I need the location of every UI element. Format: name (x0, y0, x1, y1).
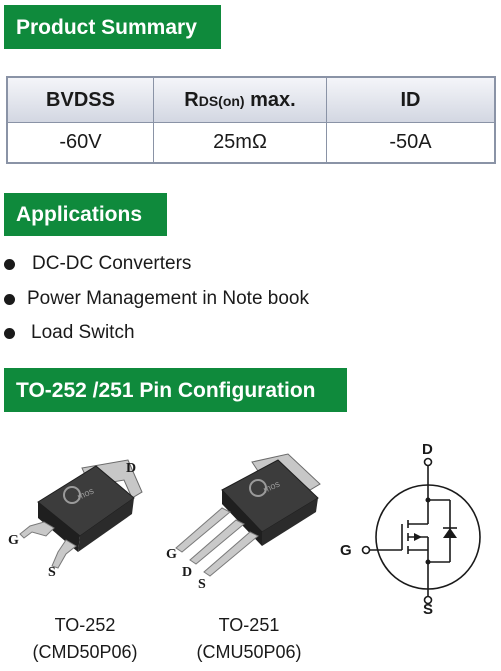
applications-heading: Applications (4, 193, 167, 236)
mosfet-schematic: D G S (340, 441, 481, 615)
header-id: ID (326, 76, 496, 123)
pin-configuration-heading: TO-252 /251 Pin Configuration (4, 368, 347, 412)
product-summary-table: BVDSS RDS(on) max. ID -60V 25mΩ -50A (6, 76, 496, 164)
header-rds: RDS(on) max. (153, 76, 327, 123)
to251-part-number: (CMU50P06) (196, 642, 302, 662)
to251-caption: TO-251 (CMU50P06) (174, 612, 324, 666)
value-rds: 25mΩ (153, 122, 327, 164)
schematic-pin-s: S (423, 601, 433, 615)
table-header-row: BVDSS RDS(on) max. ID (6, 76, 496, 123)
to251-pin-g: G (166, 547, 177, 562)
header-rds-main: R (184, 88, 199, 111)
to252-name: TO-252 (54, 615, 116, 635)
header-rds-sub: DS(on) (198, 92, 245, 109)
to252-package-image: mos G D S (8, 459, 143, 580)
application-text: DC-DC Converters (32, 253, 192, 274)
application-text: Power Management in Note book (27, 288, 309, 309)
pin-configuration-title: TO-252 /251 Pin Configuration (16, 378, 316, 402)
header-rds-suffix: max. (244, 88, 296, 111)
value-bvdss: -60V (6, 122, 154, 164)
header-bvdss: BVDSS (6, 76, 154, 123)
to251-pin-s: S (198, 577, 206, 590)
bullet-icon (4, 258, 15, 270)
product-summary-heading: Product Summary (4, 5, 221, 49)
applications-title: Applications (16, 203, 143, 226)
table-row: -60V 25mΩ -50A (6, 122, 496, 164)
bullet-icon (4, 293, 15, 305)
bullet-icon (4, 327, 15, 339)
product-summary-title: Product Summary (16, 15, 197, 39)
list-item: Load Switch (4, 322, 135, 344)
value-id: -50A (326, 122, 496, 164)
to252-part-number: (CMD50P06) (32, 642, 138, 662)
list-item: DC-DC Converters (4, 253, 191, 275)
to251-pin-d: D (182, 565, 192, 580)
to252-pin-s: S (48, 565, 56, 580)
to251-package-image: mos G D S (166, 453, 321, 590)
application-text: Load Switch (31, 322, 135, 343)
schematic-pin-g: G (340, 542, 352, 559)
schematic-pin-d: D (422, 441, 433, 458)
list-item: Power Management in Note book (4, 288, 309, 310)
to251-name: TO-251 (218, 615, 280, 635)
to252-pin-d: D (126, 461, 136, 476)
to252-pin-g: G (8, 533, 19, 548)
to252-caption: TO-252 (CMD50P06) (10, 612, 160, 666)
